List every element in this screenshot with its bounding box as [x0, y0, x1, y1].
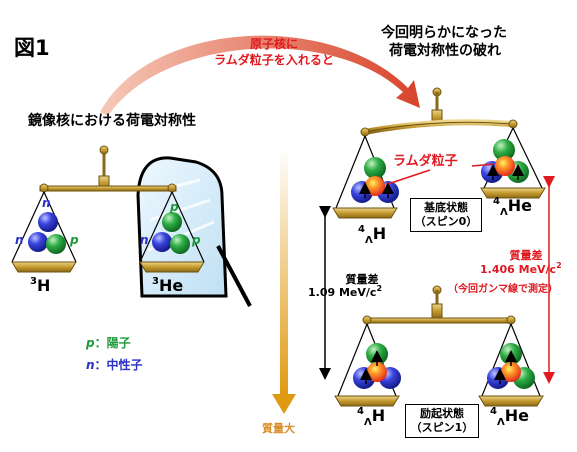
balance-excited [334, 285, 544, 407]
mass-diff-black-title: 質量差 [345, 273, 379, 286]
mass-diff-black-value: 1.09 MeV/c2 [308, 284, 383, 299]
triton-n-label-2: n [15, 233, 24, 247]
hyperhelium-excited-cluster [487, 343, 535, 389]
he4-excited-label: 4ΛHe [490, 406, 529, 428]
hyperhelium-ground-cluster [481, 139, 529, 183]
excited-state-box: 励起状態 （スピン1） [405, 404, 479, 438]
lambda-particle-label: ラムダ粒子 [393, 154, 458, 169]
hypertriton-excited-cluster [353, 343, 401, 389]
right-title-line2: 荷電対称性の破れ [389, 43, 501, 59]
hypertriton-ground-cluster [351, 157, 399, 203]
he3-label: 3He [152, 276, 184, 295]
mass-diff-red-note: （今回ガンマ線で測定） [448, 284, 558, 295]
right-title-line1: 今回明らかになった [381, 25, 507, 41]
balance-left [11, 145, 205, 273]
helion-n-label: n [140, 233, 149, 247]
ground-state-spin: （スピン0） [414, 215, 478, 228]
helion-p-label-2: p [192, 233, 201, 247]
triton-n-label-1: n [42, 196, 51, 210]
arrow-caption-line2: ラムダ粒子を入れると [214, 53, 334, 67]
legend-neutron: n：中性子 [86, 358, 143, 372]
excited-state-title: 励起状態 [420, 407, 464, 420]
mass-diff-red-value: 1.406 MeV/c2 [480, 261, 562, 276]
transition-arrow [100, 35, 420, 116]
helion-p-label-1: p [170, 200, 179, 214]
he4-ground-label: 4ΛHe [493, 196, 532, 218]
mass-axis-label: 質量大 [262, 422, 295, 435]
arrow-caption-line1: 原子核に [249, 37, 298, 51]
h4-ground-label: 4ΛH [358, 224, 387, 246]
left-section-title: 鏡像核における荷電対称性 [28, 113, 196, 129]
legend-proton: p：陽子 [86, 336, 131, 350]
figure-label: 図1 [14, 36, 50, 60]
excited-state-spin: （スピン1） [410, 421, 474, 434]
h3-label: 3H [30, 276, 51, 295]
triton-nucleons [28, 212, 66, 254]
triton-p-label: p [70, 233, 79, 247]
helion-nucleons [152, 212, 190, 254]
mass-axis-arrow [272, 148, 296, 414]
mass-diff-red-title: 質量差 [509, 249, 543, 262]
ground-state-box: 基底状態 （スピン0） [410, 198, 482, 232]
lambda-pointers [387, 163, 495, 185]
balance-ground [332, 87, 546, 219]
h4-excited-label: 4ΛH [357, 406, 386, 428]
ground-state-title: 基底状態 [424, 201, 468, 214]
